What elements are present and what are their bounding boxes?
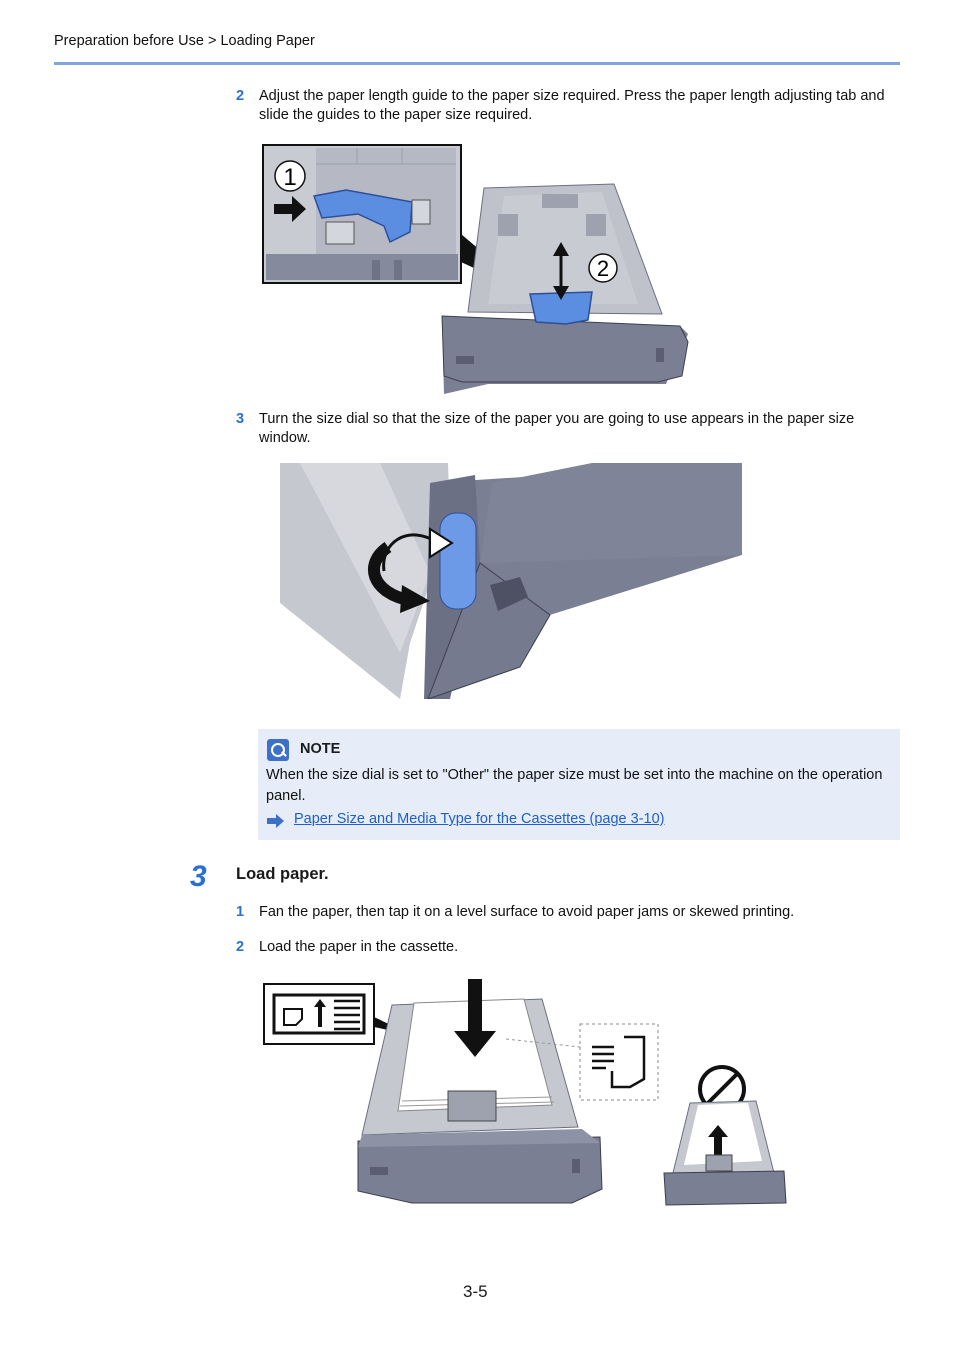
step-3-item-1-text: Fan the paper, then tap it on a level su… [259, 904, 795, 920]
step-3-title: Load paper. [236, 865, 329, 883]
callout-2-circle [588, 253, 618, 283]
load-paper-illustration [263, 979, 787, 1206]
callout-2-label: 2 [597, 256, 609, 281]
substep-2-text: Adjust the paper length guide to the pap… [259, 88, 885, 123]
step-3-number: 3 [190, 860, 207, 893]
paper-orientation-icon [283, 1008, 303, 1026]
step-3-item-2-number: 2 [236, 939, 245, 955]
paper-feed-icon [610, 1035, 646, 1089]
note-body: When the size dial is set to "Other" the… [266, 767, 883, 804]
length-guide-illustration: 1 2 [262, 144, 689, 394]
substep-2-number: 2 [236, 88, 245, 104]
link-arrow-icon [267, 814, 285, 828]
step-3-item-1-number: 1 [236, 904, 245, 920]
push-arrow-icon [274, 196, 306, 222]
step-3-item-2-text: Load the paper in the cassette. [259, 939, 459, 955]
size-dial-illustration [280, 463, 742, 699]
header-rule [54, 62, 900, 65]
cassette-size-link[interactable]: Paper Size and Media Type for the Casset… [294, 811, 665, 827]
substep-3-number: 3 [236, 411, 245, 427]
callout-1-circle [274, 160, 306, 192]
substep-3-text: Turn the size dial so that the size of t… [259, 411, 855, 446]
breadcrumb: Preparation before Use > Loading Paper [54, 33, 315, 49]
page-number: 3-5 [463, 1282, 488, 1301]
note-magnifier-icon [267, 739, 289, 761]
callout-1-label: 1 [283, 164, 296, 191]
note-box: NOTE When the size dial is set to "Other… [258, 729, 900, 840]
note-title: NOTE [300, 741, 341, 757]
